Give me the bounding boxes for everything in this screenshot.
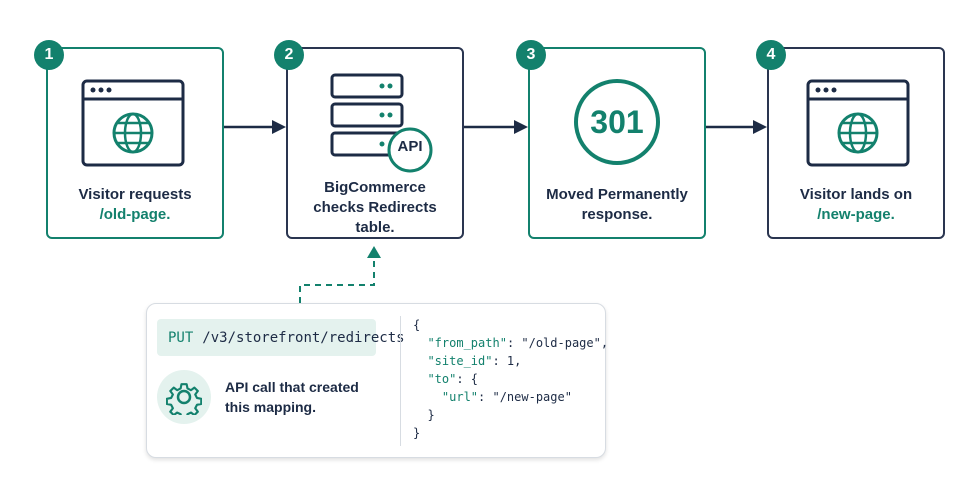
code-line-6: } xyxy=(427,408,435,422)
code-val-url: : "/new-page" xyxy=(478,390,572,404)
step-2-text: BigCommerce checks Redirects table. xyxy=(288,178,462,238)
step-4-text: Visitor lands on /new-page. xyxy=(769,185,943,225)
code-key-to: "to" xyxy=(427,372,457,386)
code-key-site-id: "site_id" xyxy=(427,354,493,368)
step-2-box: API BigCommerce checks Redirects table. xyxy=(286,47,464,239)
endpoint-pill: PUT /v3/storefront/redirects xyxy=(157,319,405,356)
step-1-box: Visitor requests /old-page. xyxy=(46,47,224,239)
arrow-1-to-2 xyxy=(224,120,286,134)
endpoint-path: /v3/storefront/redirects xyxy=(202,329,405,346)
browser-globe-icon xyxy=(81,79,185,167)
status-code-301: 301 xyxy=(574,79,660,165)
code-key-from-path: "from_path" xyxy=(427,336,507,350)
step-4-line2: /new-page. xyxy=(817,206,895,223)
step-1-line2: /old-page. xyxy=(99,206,171,223)
step-1-badge: 1 xyxy=(34,40,64,70)
card-divider xyxy=(400,316,401,446)
step-3-text: Moved Permanently response. xyxy=(530,185,704,225)
api-call-card: PUT /v3/storefront/redirects API call th… xyxy=(146,303,608,458)
code-val-from-path: : "/old-page", xyxy=(506,336,609,350)
step-2-line3: table. xyxy=(355,219,395,236)
code-key-url: "url" xyxy=(441,390,479,404)
arrow-2-to-3 xyxy=(464,120,528,134)
browser-globe-icon xyxy=(806,79,910,167)
step-2-line1: BigCommerce xyxy=(324,179,426,196)
step-1-line1: Visitor requests xyxy=(78,186,192,203)
code-val-site-id: : 1, xyxy=(492,354,522,368)
step-1-text: Visitor requests /old-page. xyxy=(48,185,222,225)
gear-icon xyxy=(157,370,211,424)
arrow-3-to-4 xyxy=(706,120,767,134)
api-description: API call that created this mapping. xyxy=(225,379,359,415)
step-3-box: 301 Moved Permanently response. xyxy=(528,47,706,239)
step-2-line2: checks Redirects xyxy=(313,199,437,216)
step-3-line2: response. xyxy=(581,206,653,223)
step-3-line1: Moved Permanently xyxy=(546,186,688,203)
code-line-1: { xyxy=(413,318,421,332)
step-4-badge: 4 xyxy=(756,40,786,70)
code-line-7: } xyxy=(413,426,421,440)
step-2-badge: 2 xyxy=(274,40,304,70)
step-4-box: Visitor lands on /new-page. xyxy=(767,47,945,239)
json-payload: { "from_path": "/old-page", "site_id": 1… xyxy=(413,316,608,442)
step-3-badge: 3 xyxy=(516,40,546,70)
server-stack-icon xyxy=(330,73,433,173)
http-method: PUT xyxy=(168,329,194,346)
api-badge: API xyxy=(397,138,423,155)
step-4-line1: Visitor lands on xyxy=(799,186,913,203)
code-val-to: : { xyxy=(456,372,479,386)
